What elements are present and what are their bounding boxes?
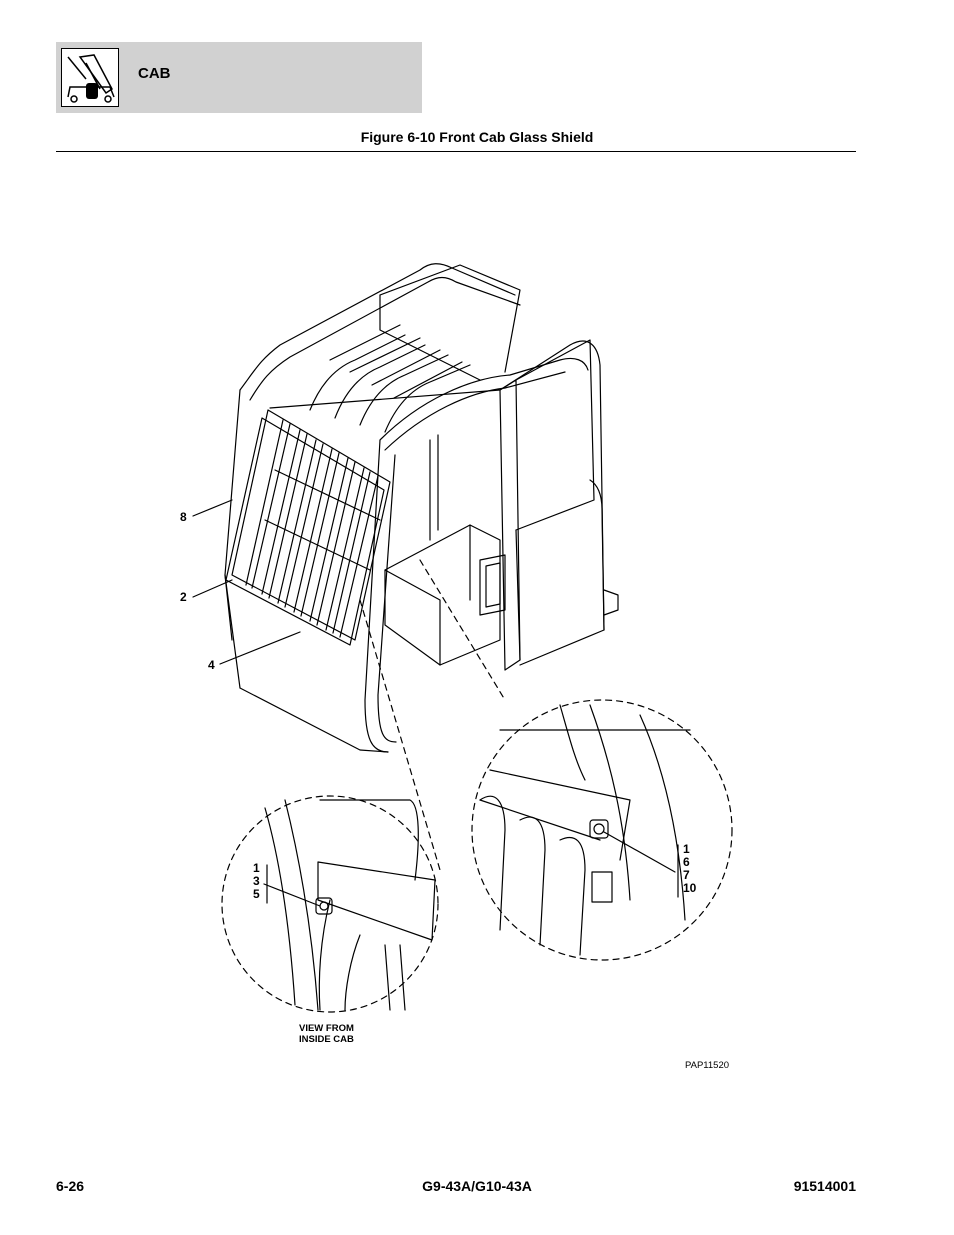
figure-title: Figure 6-10 Front Cab Glass Shield <box>360 129 594 145</box>
callout-4: 4 <box>208 658 215 672</box>
view-note: VIEW FROM INSIDE CAB <box>299 1023 354 1045</box>
detail-left-callouts: 1 3 5 <box>253 862 260 901</box>
callout-5: 5 <box>253 887 260 901</box>
detail-right-callouts: 1 6 7 10 <box>683 843 696 895</box>
drawing-number: PAP11520 <box>685 1060 730 1071</box>
model-number: G9-43A/G10-43A <box>422 1178 532 1194</box>
callout-7: 7 <box>683 868 690 882</box>
aerial-lift-machine-icon <box>61 48 119 107</box>
section-title: CAB <box>138 65 171 82</box>
callout-3: 3 <box>253 874 260 888</box>
header-rule <box>56 151 856 152</box>
view-note-line1: VIEW FROM <box>299 1023 354 1034</box>
callout-6: 6 <box>683 855 690 869</box>
view-note-line2: INSIDE CAB <box>299 1034 354 1045</box>
callout-1: 1 <box>683 842 690 856</box>
callout-10: 10 <box>683 881 697 895</box>
callout-8: 8 <box>180 510 187 524</box>
callout-2: 2 <box>180 590 187 604</box>
page-number: 6-26 <box>56 1178 85 1194</box>
callout-1: 1 <box>253 861 260 875</box>
document-number: 91514001 <box>793 1178 856 1194</box>
